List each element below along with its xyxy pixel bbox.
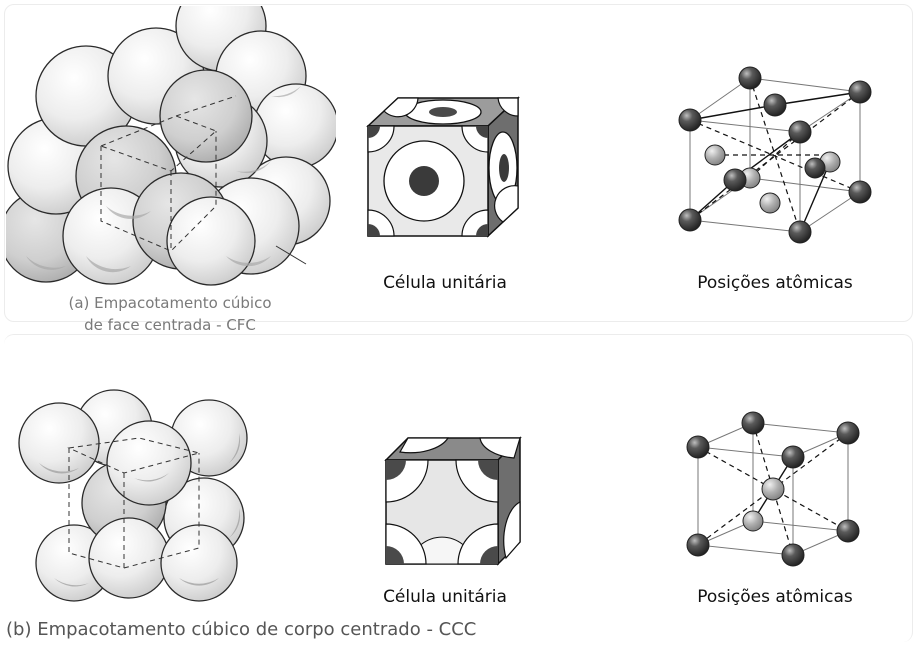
panel-fcc <box>4 4 913 322</box>
fcc-caption-line1: (a) Empacotamento cúbico <box>68 294 272 312</box>
fcc-caption-line2: de face centrada - CFC <box>84 316 256 334</box>
fcc-unit-cell-label: Célula unitária <box>383 273 507 293</box>
bcc-unit-cell-label: Célula unitária <box>383 587 507 607</box>
fcc-packing-illustration <box>6 6 336 286</box>
bcc-caption: (b) Empacotamento cúbico de corpo centra… <box>6 619 477 640</box>
bcc-atomic-positions-label: Posições atômicas <box>697 587 853 607</box>
panel-bcc <box>4 334 913 642</box>
fcc-atomic-positions <box>678 66 872 244</box>
fcc-atomic-positions-label: Posições atômicas <box>697 273 853 293</box>
bcc-atomic-positions <box>686 411 860 567</box>
bcc-packing-illustration <box>18 389 248 602</box>
fcc-unit-cell <box>366 96 520 238</box>
bcc-unit-cell <box>384 436 522 566</box>
